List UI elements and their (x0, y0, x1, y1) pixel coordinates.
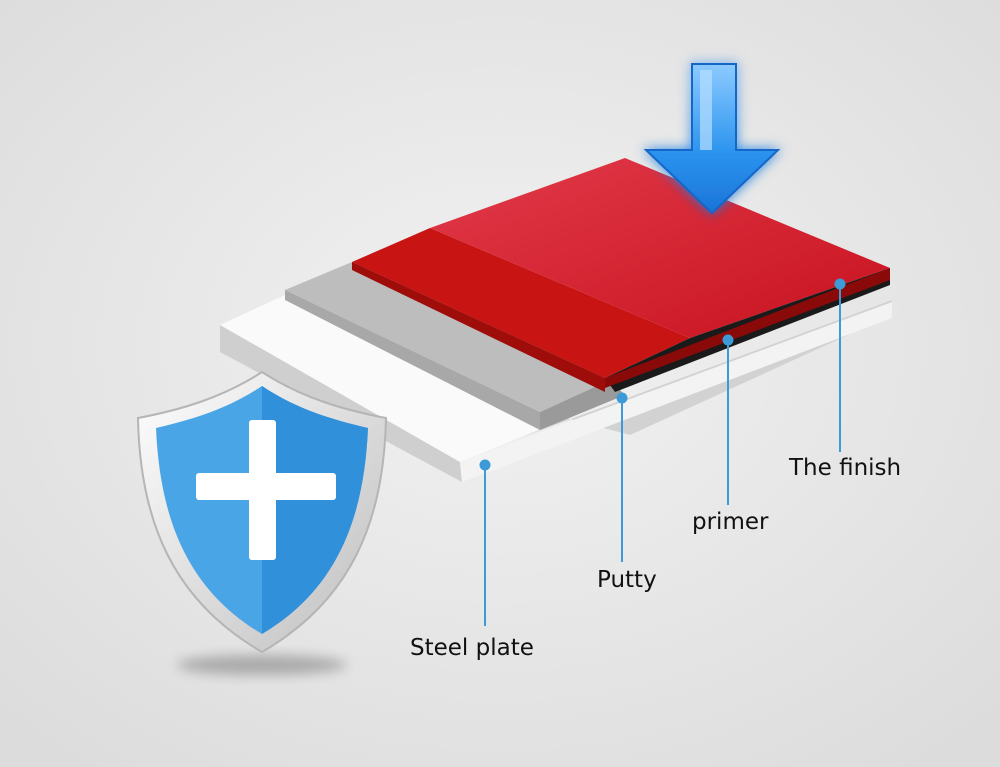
primer-dot (722, 334, 734, 346)
leader-lines (479, 278, 846, 626)
down-arrow-icon (643, 63, 781, 215)
primer-label: primer (692, 509, 769, 535)
putty-dot (616, 392, 628, 404)
steel-plate-label: Steel plate (410, 635, 534, 661)
putty-label: Putty (597, 567, 657, 593)
finish-layer (430, 158, 890, 392)
primer-layer (352, 228, 690, 392)
finish-label: The finish (788, 455, 901, 481)
putty-layer (285, 262, 625, 430)
shield-plus-icon (136, 370, 388, 675)
finish-dot (834, 278, 846, 290)
steel-plate-dot (479, 459, 491, 471)
